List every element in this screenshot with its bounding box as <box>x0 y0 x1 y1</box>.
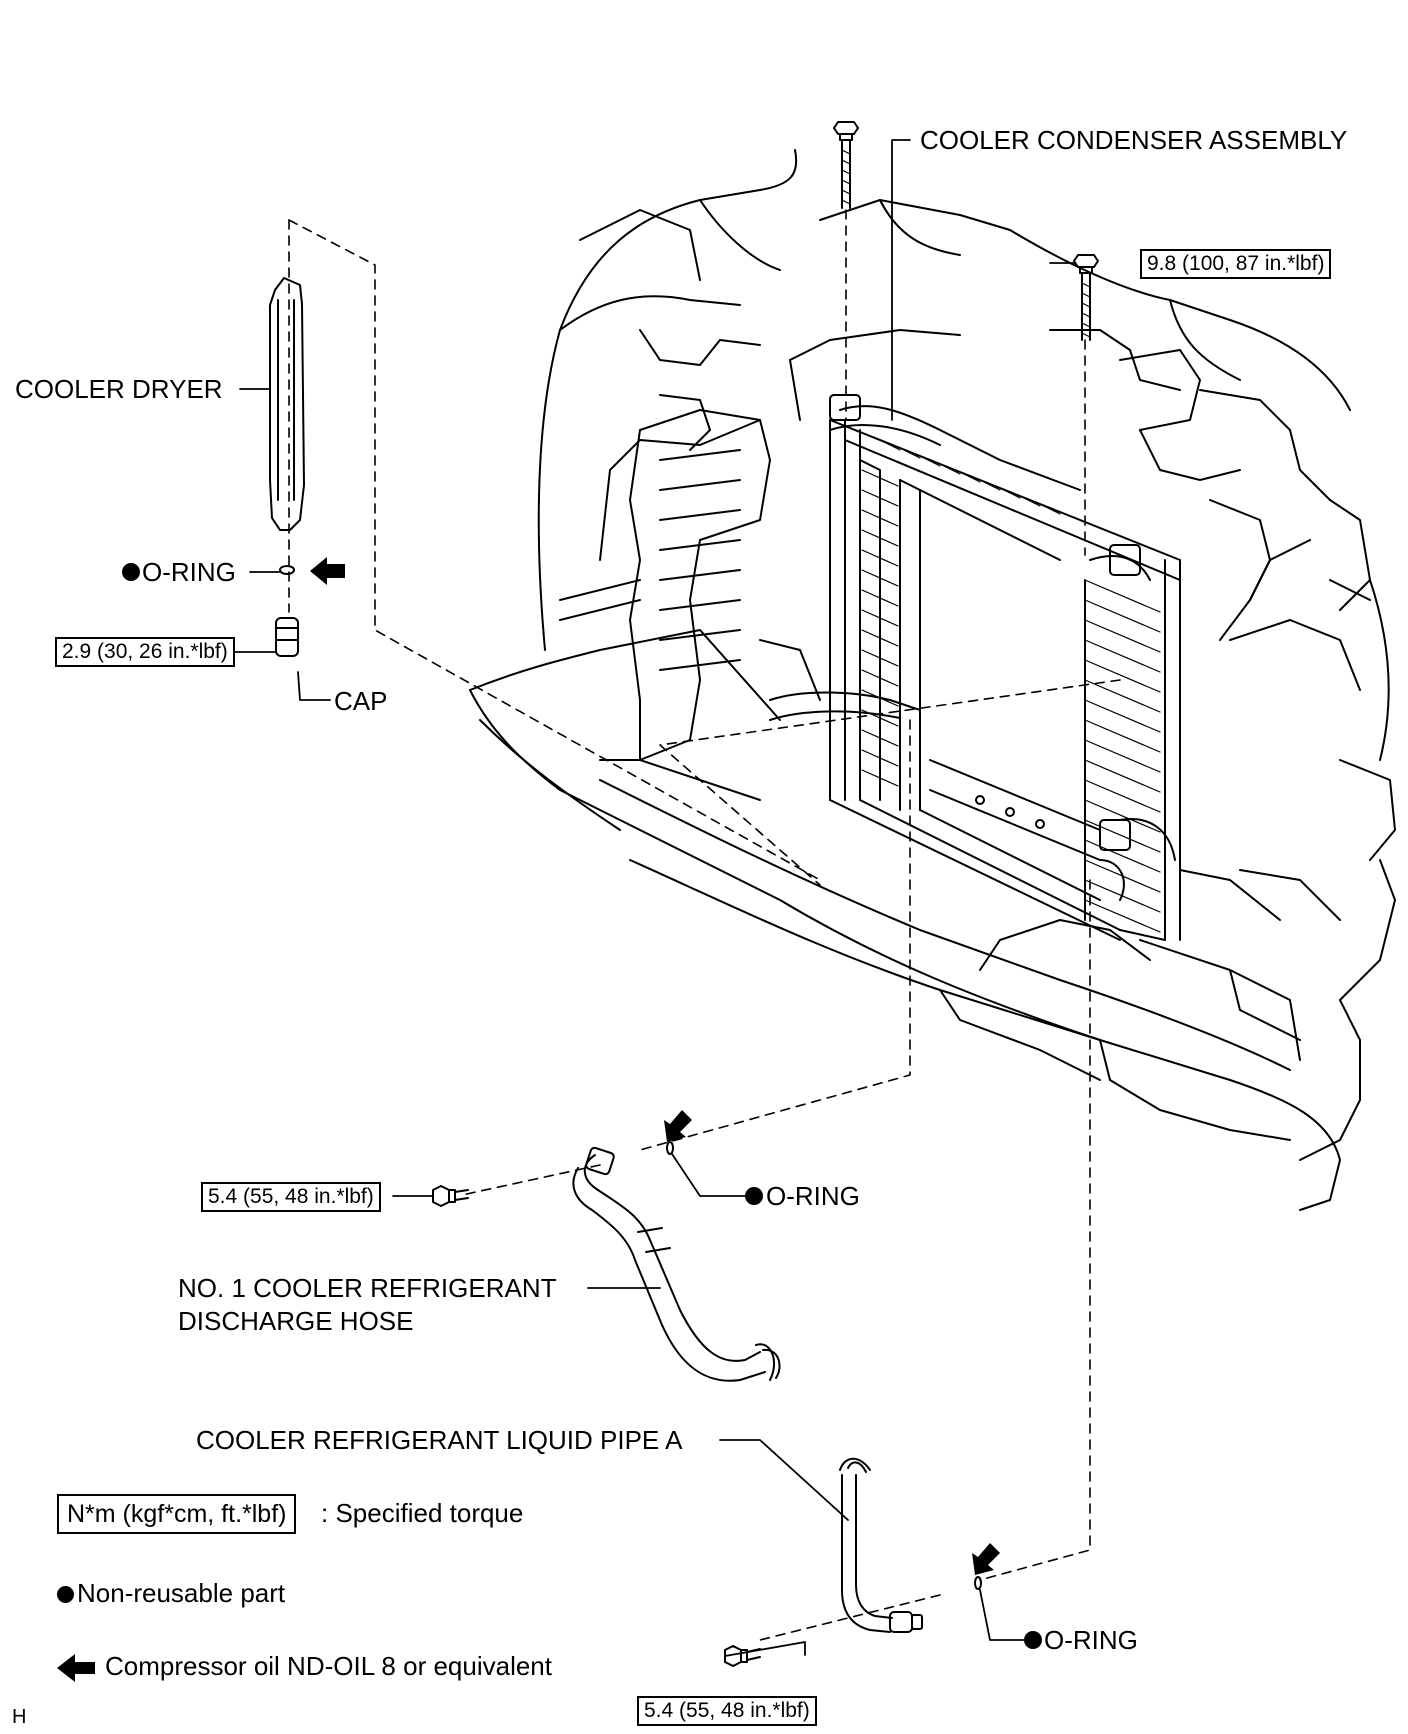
torque-condenser-bolt: 9.8 (100, 87 in.*lbf) <box>1140 249 1332 279</box>
assembly-dashed-lines <box>288 209 1121 1641</box>
liquid-o-ring <box>974 1576 982 1590</box>
oil-arrows <box>310 557 1000 1575</box>
left-arrow-icon <box>57 1651 99 1682</box>
label-cooler-dryer: COOLER DRYER <box>15 374 223 404</box>
label-liquid-pipe: COOLER REFRIGERANT LIQUID PIPE A <box>196 1425 683 1455</box>
dryer-o-ring <box>279 565 295 575</box>
label-leaders <box>233 139 1075 1657</box>
dryer-cap <box>275 617 299 657</box>
vehicle-body-outline <box>537 149 1396 1161</box>
discharge-hose <box>572 1146 781 1382</box>
condenser-core <box>829 419 1181 941</box>
filled-circle-icon <box>57 1586 74 1603</box>
label-discharge-hose-line1: NO. 1 COOLER REFRIGERANT <box>178 1273 557 1303</box>
legend-oil-row: Compressor oil ND-OIL 8 or equivalent <box>57 1651 552 1682</box>
nonreusable-dots <box>122 563 1042 1649</box>
torque-discharge-bolt: 5.4 (55, 48 in.*lbf) <box>201 1182 381 1212</box>
filled-circle-icon <box>122 563 140 581</box>
radiator-support-frame <box>559 329 1371 761</box>
label-o-ring-discharge: O-RING <box>766 1181 860 1211</box>
legend-torque-unit: N*m (kgf*cm, ft.*lbf) <box>57 1494 297 1534</box>
legend-torque-desc: : Specified torque <box>321 1498 524 1528</box>
discharge-hose-bolt <box>432 1185 469 1207</box>
legend-oil-text: Compressor oil ND-OIL 8 or equivalent <box>105 1651 552 1681</box>
corner-mark: H <box>12 1706 27 1728</box>
label-cooler-condenser-assembly: COOLER CONDENSER ASSEMBLY <box>920 125 1348 155</box>
torque-cap: 2.9 (30, 26 in.*lbf) <box>55 637 235 667</box>
torque-liquid-bolt: 5.4 (55, 48 in.*lbf) <box>637 1696 817 1726</box>
cooler-dryer <box>269 277 305 531</box>
filled-circle-icon <box>1024 1631 1042 1649</box>
bumper-reinforcement <box>469 629 1341 1211</box>
condenser-bolt-right <box>1073 254 1099 341</box>
condenser-piping <box>759 394 1176 901</box>
label-o-ring-liquid: O-RING <box>1044 1625 1138 1655</box>
label-discharge-hose-line2: DISCHARGE HOSE <box>178 1306 414 1336</box>
oil-arrow-dryer <box>310 557 345 585</box>
discharge-o-ring <box>666 1141 674 1155</box>
filled-circle-icon <box>745 1187 763 1205</box>
oil-arrow-discharge <box>664 1110 692 1142</box>
oil-arrow-liquid <box>972 1543 1000 1575</box>
liquid-pipe-a <box>839 1457 923 1633</box>
label-cap: CAP <box>334 686 388 716</box>
label-o-ring-dryer: O-RING <box>142 557 236 587</box>
legend-nonreusable-row: Non-reusable part <box>57 1578 285 1608</box>
condenser-bolt-top <box>833 121 859 209</box>
legend-nonreusable-text: Non-reusable part <box>77 1578 286 1608</box>
liquid-pipe-bolt <box>724 1645 761 1667</box>
